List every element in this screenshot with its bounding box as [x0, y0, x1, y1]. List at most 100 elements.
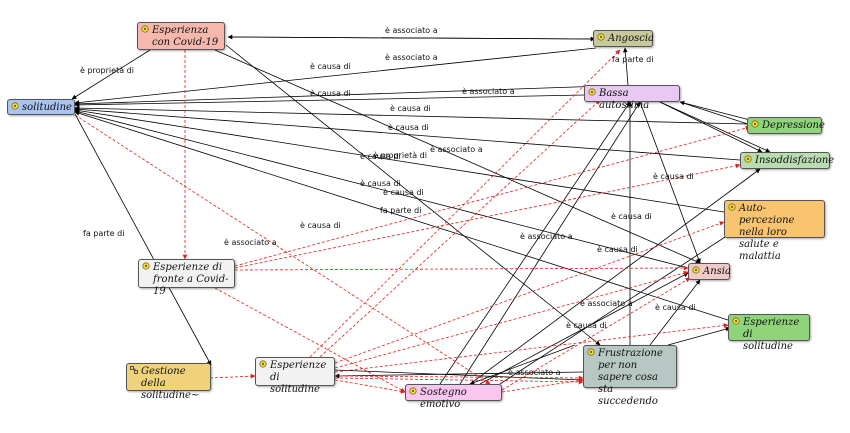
node-label: Esperienze di solitudine: [270, 360, 327, 395]
edge-label: è causa di: [388, 122, 429, 132]
dashed-edge: [501, 277, 691, 391]
node-label: Depressione: [762, 120, 825, 131]
edge-label: è causa di: [653, 171, 694, 181]
edge: [214, 49, 701, 264]
dashed-edge: [234, 163, 741, 269]
edge-label: è causa di: [390, 103, 431, 113]
node-espsol_b[interactable]: Esperienze di solitudine: [255, 357, 335, 395]
node-label: Angoscia: [608, 33, 654, 44]
node-frustr[interactable]: Frustrazione per non sapere cosa sta suc…: [583, 345, 677, 407]
dashed-edge: [234, 125, 751, 267]
node-bassa[interactable]: Bassa autostima: [584, 85, 680, 111]
edge-label: è causa di: [383, 187, 424, 197]
node-solitudine[interactable]: solitudine: [7, 99, 75, 115]
concept-icon: [732, 317, 740, 325]
concept-icon: [259, 360, 267, 368]
edge: [679, 100, 751, 121]
dashed-edge: [214, 287, 406, 393]
edge-label: è proprietà di: [80, 65, 134, 75]
concept-icon: [409, 387, 417, 395]
node-label: Sostegno emotivo: [420, 387, 467, 410]
dashed-edge: [309, 49, 621, 358]
edge: [439, 101, 631, 385]
dashed-edge: [319, 99, 601, 358]
dashed-edge: [334, 323, 729, 373]
edge: [227, 36, 596, 42]
edge: [469, 344, 576, 385]
edge: [74, 111, 729, 321]
edge: [679, 101, 761, 129]
concept-icon: [588, 88, 596, 96]
node-label: solitudine: [22, 102, 72, 113]
node-sostegno[interactable]: Sostegno emotivo: [405, 384, 502, 410]
edge: [225, 44, 601, 346]
node-ansia[interactable]: Ansia: [688, 263, 731, 280]
edge-label: fa parte di: [380, 206, 421, 215]
dashed-edge: [234, 265, 689, 271]
edge: [74, 105, 748, 125]
dashed-edge: [74, 114, 491, 385]
dashed-edge: [209, 373, 256, 379]
node-insodd[interactable]: Insoddisfazione: [740, 152, 834, 169]
edge: [334, 371, 584, 379]
dashed-edge: [334, 377, 584, 385]
node-label: Bassa autostima: [599, 88, 650, 111]
edge-label: è causa di: [655, 302, 696, 312]
concept-icon: [692, 266, 700, 274]
edge-label: è causa di: [566, 320, 607, 330]
node-label: Esperienze di solitudine: [743, 317, 800, 352]
dashed-edge: [501, 378, 584, 393]
node-gestione[interactable]: Gestione della solitudine~: [126, 363, 211, 401]
node-espfronte[interactable]: Esperienze di fronte a Covid-19: [138, 259, 235, 297]
edge: [74, 109, 689, 269]
edge-label: è associato a: [462, 86, 515, 96]
edge-label: è associato a: [508, 367, 561, 377]
edge: [74, 113, 212, 366]
edge-label: è associato a: [520, 231, 573, 241]
edge-label: è causa di: [300, 220, 341, 230]
edge-label: è associato a: [224, 237, 277, 247]
concept-icon: [744, 155, 752, 163]
edge: [667, 326, 731, 346]
node-covid[interactable]: Esperienza con Covid-19: [137, 22, 225, 50]
edge-label: è causa di: [310, 61, 351, 71]
edge-label: è causa di: [310, 88, 351, 98]
edge: [459, 101, 641, 385]
node-label: Esperienza con Covid-19: [152, 25, 219, 48]
edge: [639, 101, 701, 264]
edge-label: è causa di: [611, 211, 652, 221]
node-autoperc[interactable]: Auto-percezione nella loro salute e mala…: [724, 200, 825, 262]
concept-icon: [597, 33, 605, 41]
concept-icon: [751, 120, 759, 128]
edge-label: è associato a: [385, 25, 438, 35]
network-icon: [130, 366, 138, 374]
edge: [74, 108, 725, 213]
edge-layer: [71, 34, 771, 394]
edge: [71, 49, 151, 100]
dashed-edge: [334, 221, 725, 364]
node-angoscia[interactable]: Angoscia: [593, 30, 654, 47]
edge: [659, 101, 771, 153]
edge-label: è proprietà di: [373, 150, 427, 160]
concept-icon: [728, 203, 736, 211]
dashed-edge: [334, 270, 689, 369]
dashed-edge: [334, 379, 406, 394]
node-label: Insoddisfazione: [755, 155, 835, 166]
node-label: Gestione della solitudine~: [141, 366, 200, 401]
edge-label: è causa di: [360, 151, 401, 161]
edge-label: è causa di: [597, 244, 638, 254]
node-depressione[interactable]: Depressione: [747, 117, 825, 134]
node-espsol_r[interactable]: Esperienze di solitudine: [728, 314, 810, 352]
edge-label: fa parte di: [612, 55, 653, 64]
edge-label-layer: è associato aè associato aè proprietà di…: [80, 25, 696, 377]
concept-icon: [587, 348, 595, 356]
edge: [74, 85, 605, 107]
concept-icon: [142, 262, 150, 270]
edge-label: è associato a: [430, 144, 483, 154]
concept-icon: [141, 25, 149, 33]
node-label: Esperienze di fronte a Covid-19: [153, 262, 229, 297]
edge-label: è associato a: [580, 298, 633, 308]
edge-label: è causa di: [360, 178, 401, 188]
edge: [622, 47, 629, 86]
